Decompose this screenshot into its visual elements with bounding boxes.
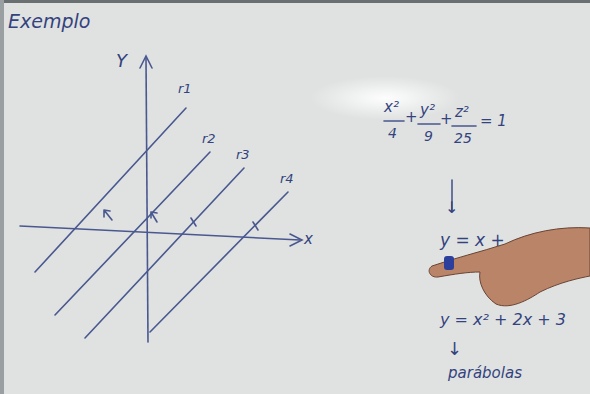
equation-term: y² <box>420 103 435 118</box>
pointing-hand <box>429 228 590 306</box>
line-label: r3 <box>236 148 250 161</box>
equation-term: z² <box>455 105 469 120</box>
equation-term: 25 <box>454 131 472 145</box>
equation: y = x² + 2x + 3 <box>440 312 566 328</box>
equation-term: x² <box>384 100 399 115</box>
arrow-symbol: ↓ <box>445 200 458 216</box>
equation-term: + <box>405 110 418 125</box>
equation: y = x + <box>440 232 505 249</box>
graph-drawing <box>20 56 476 342</box>
board-frame <box>0 0 4 394</box>
axis-label: Y <box>116 52 127 70</box>
equation-term: 4 <box>388 126 397 140</box>
equation-term: 9 <box>424 129 433 143</box>
line-label: r1 <box>178 82 192 95</box>
board-title: Exemplo <box>8 12 90 31</box>
note-text: parábolas <box>448 366 522 381</box>
board-frame <box>0 0 590 3</box>
equation-term: + <box>440 112 453 127</box>
line-label: r4 <box>280 172 294 185</box>
line-label: r2 <box>202 132 216 145</box>
light-glare <box>310 76 460 120</box>
axis-label: x <box>304 232 313 247</box>
arrow-symbol: ↓ <box>447 340 462 358</box>
equation-term: = 1 <box>480 114 507 129</box>
